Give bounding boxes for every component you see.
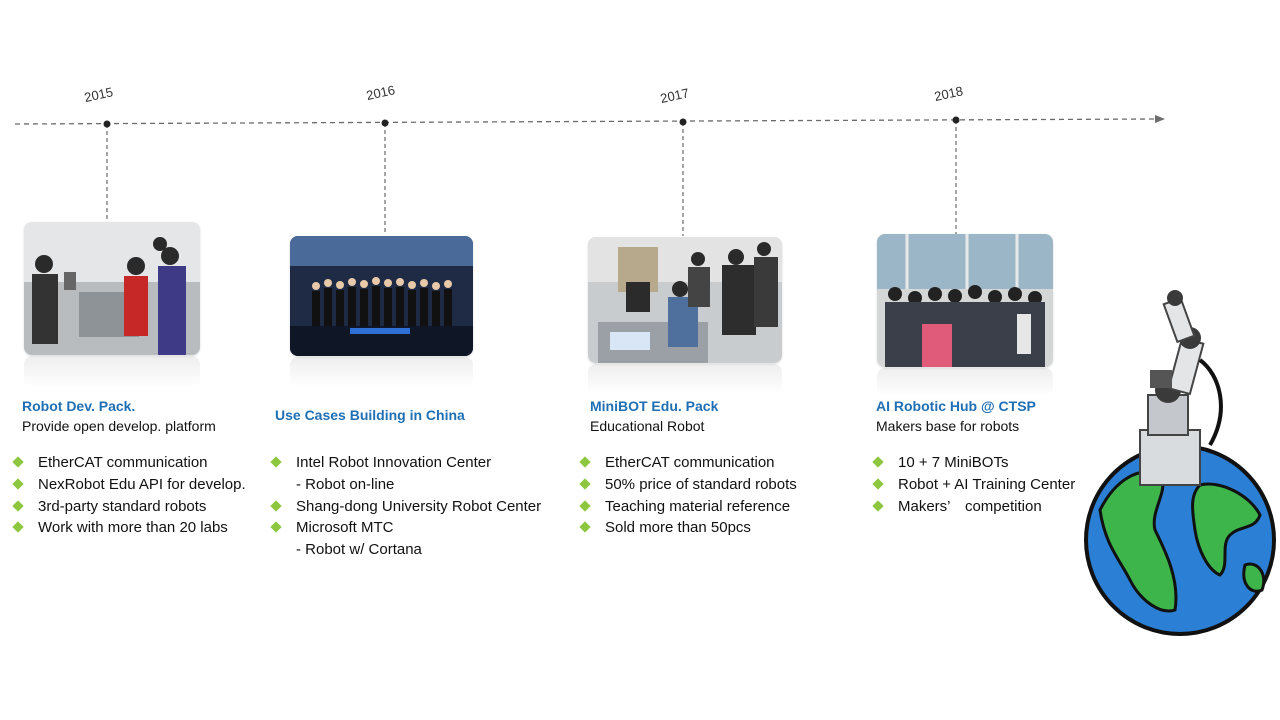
bullet-text: - Robot w/ Cortana <box>296 541 422 559</box>
milestone-bullet-list: EtherCAT communication 50% price of stan… <box>577 452 797 539</box>
bullet-item: EtherCAT communication <box>577 452 797 474</box>
milestone-bullet-list: EtherCAT communication NexRobot Edu API … <box>10 452 246 539</box>
milestone-title: MiniBOT Edu. Pack <box>590 398 719 414</box>
photo-reflection <box>877 368 1053 396</box>
bullet-item: Intel Robot Innovation Center <box>268 452 541 474</box>
diamond-bullet-icon <box>270 521 282 534</box>
bullet-text: Work with more than 20 labs <box>38 519 228 537</box>
bullet-item: 50% price of standard robots <box>577 474 797 496</box>
diamond-bullet-icon <box>12 456 24 468</box>
diamond-bullet-icon <box>12 478 24 490</box>
globe-robot-arm-illustration <box>1084 290 1276 636</box>
diamond-bullet-icon <box>579 521 591 534</box>
bullet-item: Shang-dong University Robot Center <box>268 496 541 518</box>
bullet-text: 3rd-party standard robots <box>38 497 207 515</box>
bullet-text: - Robot on-line <box>296 475 395 493</box>
bullet-item: Teaching material reference <box>577 496 797 518</box>
diamond-bullet-icon <box>872 456 884 468</box>
photo-reflection <box>290 357 473 387</box>
bullet-text: 50% price of standard robots <box>605 475 797 493</box>
bullet-item: EtherCAT communication <box>10 452 246 474</box>
bullet-item: Sold more than 50pcs <box>577 517 797 539</box>
bullet-item: - Robot on-line <box>268 474 541 496</box>
diamond-bullet-icon <box>579 478 591 490</box>
diamond-bullet-icon <box>270 499 282 512</box>
milestone-bullet-list: 10 + 7 MiniBOTs Robot + AI Training Cent… <box>870 452 1075 517</box>
diamond-bullet-icon <box>12 499 24 512</box>
milestone-title: AI Robotic Hub @ CTSP <box>876 398 1036 414</box>
timeline-dots <box>103 116 960 128</box>
diamond-bullet-icon <box>579 456 591 468</box>
photo-reflection <box>588 364 782 394</box>
photo-use-cases-china <box>290 236 473 356</box>
milestone-subtitle: Makers base for robots <box>876 418 1020 434</box>
bullet-item: Makers’ competition <box>870 496 1075 518</box>
bullet-text: Microsoft MTC <box>296 519 394 537</box>
timeline-arrowhead <box>1155 115 1165 123</box>
diamond-bullet-icon <box>12 521 24 534</box>
diamond-bullet-icon <box>872 499 884 512</box>
diamond-bullet-icon <box>270 456 282 468</box>
bullet-item: Microsoft MTC <box>268 517 541 539</box>
photo-ai-robotic-hub <box>877 234 1053 367</box>
bullet-text: Makers’ competition <box>898 497 1042 515</box>
photo-robot-dev-pack <box>24 222 200 355</box>
bullet-text: Sold more than 50pcs <box>605 519 751 537</box>
diamond-bullet-icon <box>579 499 591 512</box>
diamond-bullet-icon <box>872 478 884 490</box>
bullet-text: Teaching material reference <box>605 497 791 515</box>
bullet-item: - Robot w/ Cortana <box>268 539 541 561</box>
milestone-title: Robot Dev. Pack. <box>22 398 136 414</box>
bullet-text: 10 + 7 MiniBOTs <box>898 454 1009 471</box>
bullet-item: Work with more than 20 labs <box>10 517 246 539</box>
timeline-axis <box>14 118 1156 125</box>
milestone-bullet-list: Intel Robot Innovation Center - Robot on… <box>268 452 541 561</box>
bullet-text: Intel Robot Innovation Center <box>296 454 492 471</box>
bullet-text: EtherCAT communication <box>38 454 208 471</box>
bullet-item: 3rd-party standard robots <box>10 496 246 518</box>
bullet-item: 10 + 7 MiniBOTs <box>870 452 1075 474</box>
bullet-text: NexRobot Edu API for develop. <box>38 475 246 493</box>
bullet-text: EtherCAT communication <box>605 454 775 471</box>
milestone-title: Use Cases Building in China <box>275 407 465 423</box>
milestone-subtitle: Provide open develop. platform <box>22 418 216 434</box>
milestone-subtitle: Educational Robot <box>590 418 705 434</box>
photo-reflection <box>24 356 200 388</box>
bullet-text: Shang-dong University Robot Center <box>296 497 542 515</box>
bullet-text: Robot + AI Training Center <box>898 475 1076 493</box>
photo-minibot-edu-pack <box>588 237 782 363</box>
bullet-item: Robot + AI Training Center <box>870 474 1075 496</box>
bullet-item: NexRobot Edu API for develop. <box>10 474 246 496</box>
timeline-ticks <box>106 120 957 237</box>
